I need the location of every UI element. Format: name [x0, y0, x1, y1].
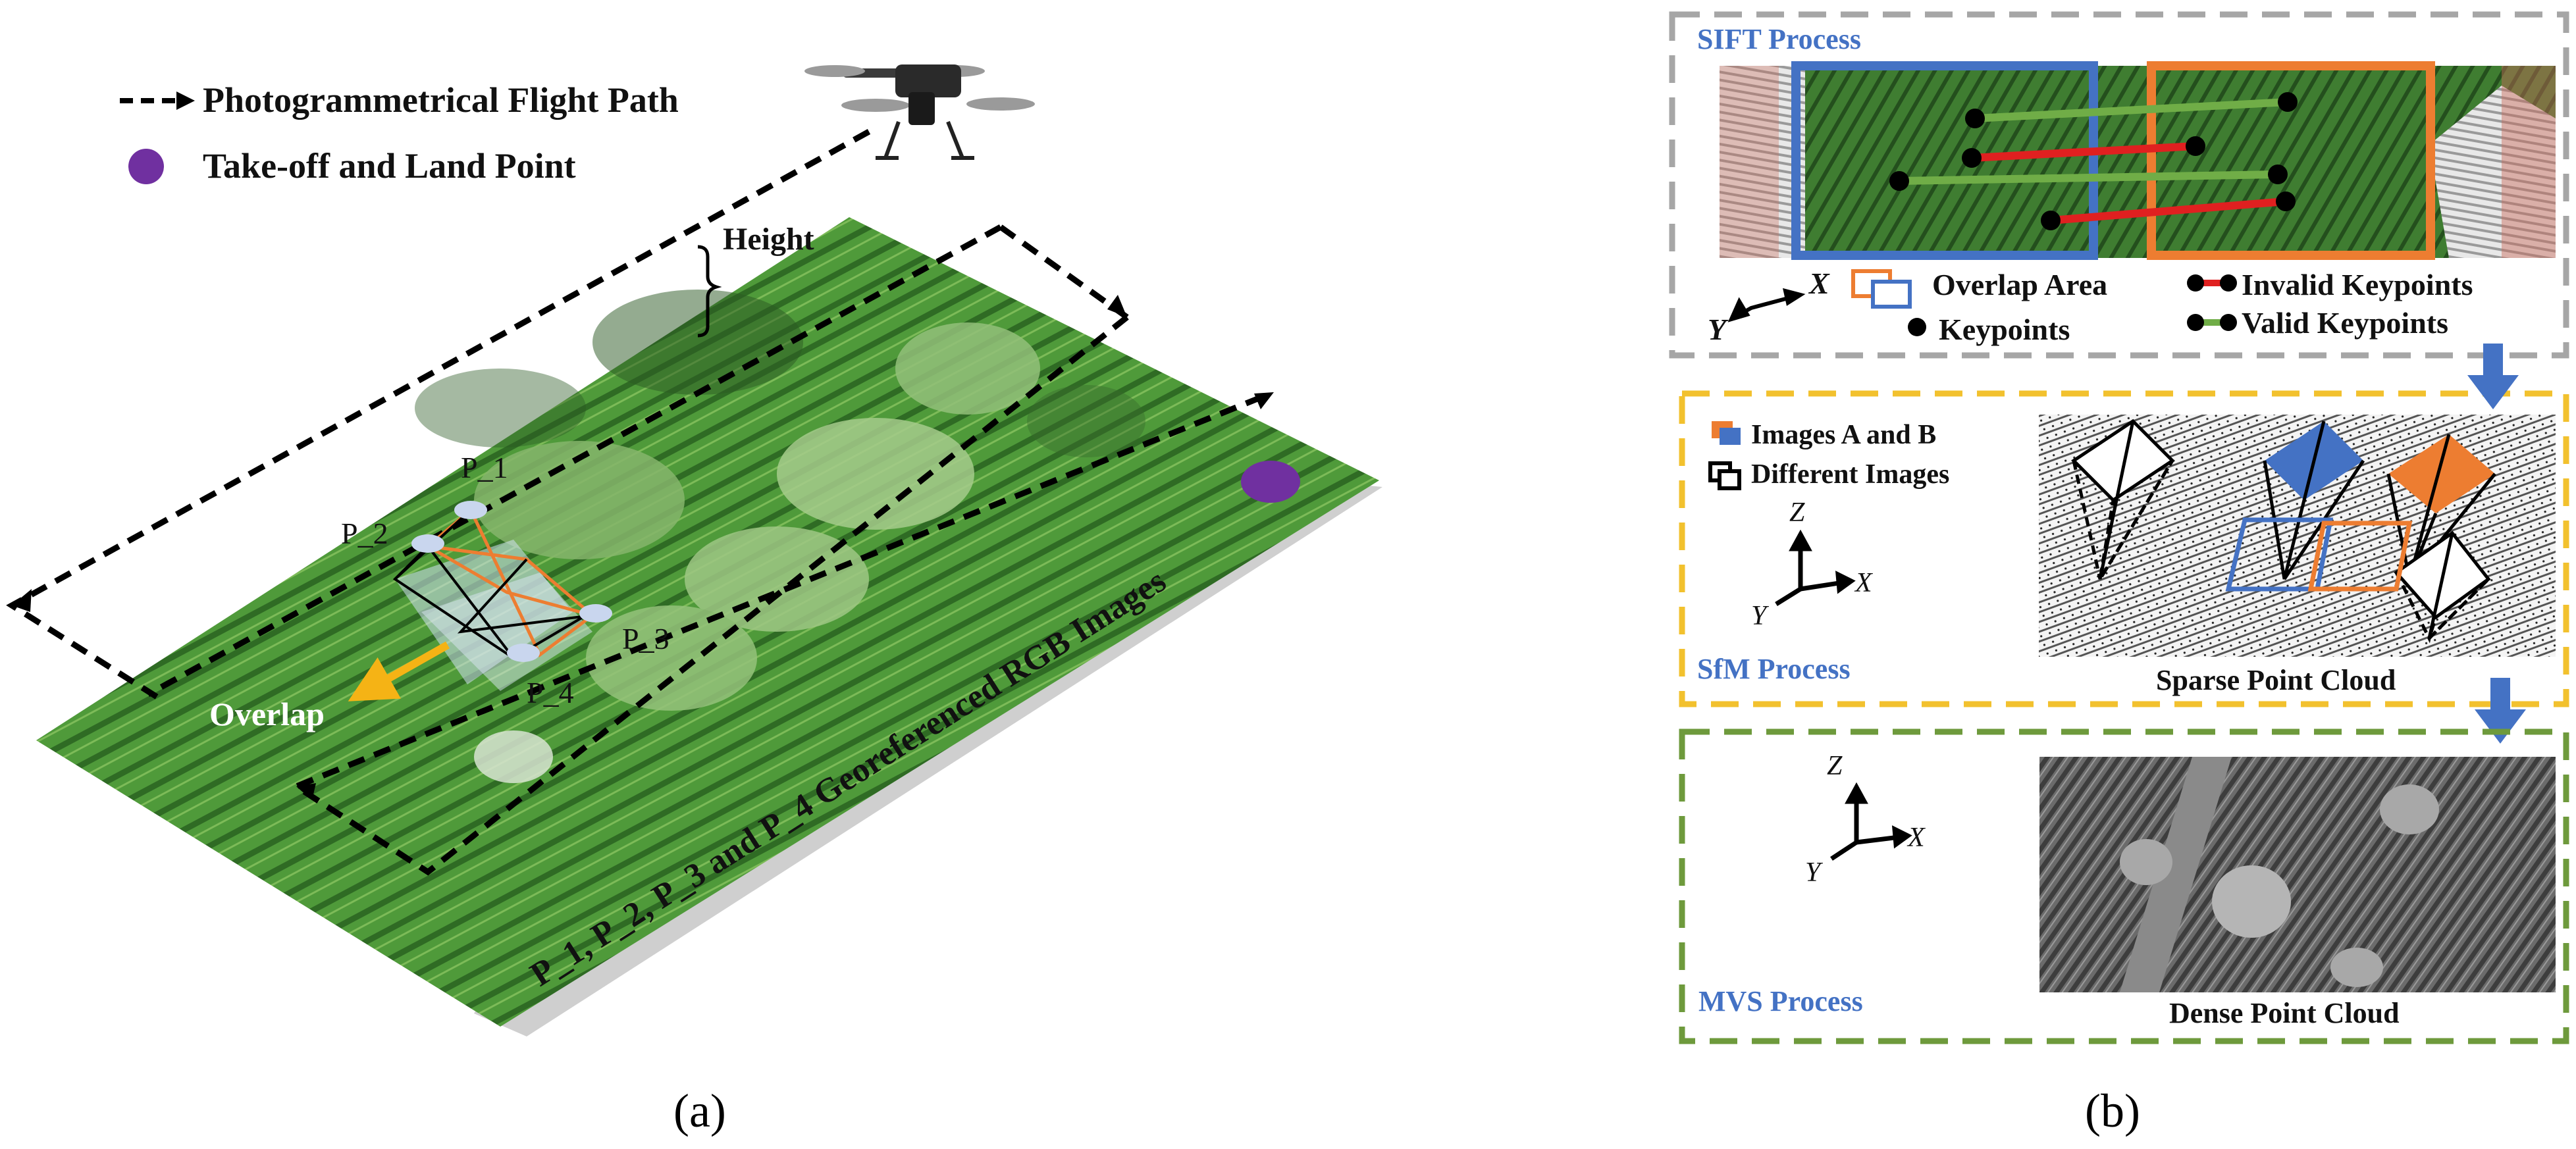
sift-axis-y: Y [1708, 313, 1727, 346]
valid-match-lines [1899, 98, 2288, 185]
sfm-axis-y: Y [1751, 601, 1767, 631]
image-b-frame [2147, 61, 2435, 260]
camera-p2 [411, 534, 444, 553]
images-ab-label: Images A and B [1751, 420, 1937, 450]
keypoint-icon [1908, 318, 1926, 336]
sfm-title: SfM Process [1697, 653, 1851, 685]
overlap-label: Overlap [209, 696, 325, 732]
p3-label: P_3 [622, 622, 670, 655]
mvs-title: MVS Process [1698, 985, 1863, 1017]
caption-b: (b) [2085, 1085, 2140, 1137]
invalid-keypoints-label: Invalid Keypoints [2242, 268, 2473, 301]
sift-title: SIFT Process [1697, 23, 1861, 55]
sift-aerial-image [1720, 66, 2556, 258]
legend-flight-path-icon [120, 91, 195, 110]
tree-clusters [415, 290, 1145, 783]
mvs-axis-y: Y [1805, 857, 1821, 888]
sfm-cameras [2071, 419, 2496, 644]
sift-greenhouse-right [2429, 86, 2556, 258]
different-images-label: Different Images [1751, 459, 1950, 490]
overlap-area-icon [1851, 269, 1912, 309]
invalid-match-lines [1971, 142, 2286, 224]
valid-keypoints-label: Valid Keypoints [2242, 306, 2449, 340]
takeoff-point-marker [1241, 461, 1300, 503]
height-label: Height [723, 222, 814, 257]
mvs-axis-x: X [1908, 823, 1925, 853]
sfm-box [1679, 390, 2569, 707]
flight-path-arrowhead-4 [296, 783, 316, 800]
flight-path-arrowhead-2 [1107, 295, 1127, 317]
legend-takeoff-icon [128, 149, 164, 184]
sfm-axis-z: Z [1789, 498, 1805, 528]
sift-axis-x: X [1809, 267, 1829, 300]
dense-cloud-label: Dense Point Cloud [2169, 997, 2400, 1029]
sfm-axis-x: X [1855, 568, 1872, 598]
mvs-axes [1830, 782, 1912, 861]
camera-p4 [507, 644, 540, 662]
drone-icon [804, 64, 1035, 160]
flight-path-arrowhead-3 [1254, 392, 1274, 409]
flight-path-arrowhead-1 [12, 589, 32, 612]
flow-arrow-1 [2467, 344, 2519, 409]
legend-flight-path-label: Photogrammetrical Flight Path [203, 80, 679, 120]
image-a-frame [1791, 61, 2098, 260]
sift-box [1669, 11, 2569, 359]
images-ab-icon [1712, 421, 1741, 445]
height-bracket [697, 245, 722, 338]
sift-greenhouse-left [1720, 66, 1805, 258]
dense-point-cloud-image [2039, 757, 2556, 992]
camera-p1 [454, 501, 487, 519]
mvs-box [1679, 728, 2569, 1044]
overlap-arrow [348, 641, 450, 702]
overlap-area-label: Overlap Area [1932, 268, 2108, 301]
mvs-axis-z: Z [1827, 751, 1843, 781]
legend-takeoff-label: Take-off and Land Point [203, 146, 576, 186]
dense-point-cloud-features [2120, 757, 2439, 992]
invalid-keypoint-icon [2187, 274, 2237, 292]
p1-label: P_1 [461, 451, 508, 484]
different-images-icon [1708, 461, 1741, 490]
sparse-cloud-label: Sparse Point Cloud [2156, 664, 2396, 696]
caption-a: (a) [673, 1085, 726, 1137]
camera-p3 [579, 604, 612, 623]
image-footprints [392, 501, 612, 691]
p4-label: P_4 [527, 676, 574, 709]
sift-axes [1727, 288, 1806, 322]
keypoints [1889, 92, 2298, 230]
p2-label: P_2 [341, 517, 388, 550]
flow-arrow-2 [2475, 678, 2526, 744]
keypoints-label: Keypoints [1939, 313, 2070, 346]
sift-road-right [2502, 66, 2556, 258]
valid-keypoint-icon [2187, 314, 2237, 331]
sift-road-left [1720, 66, 1779, 258]
sfm-axes [1775, 529, 1856, 606]
